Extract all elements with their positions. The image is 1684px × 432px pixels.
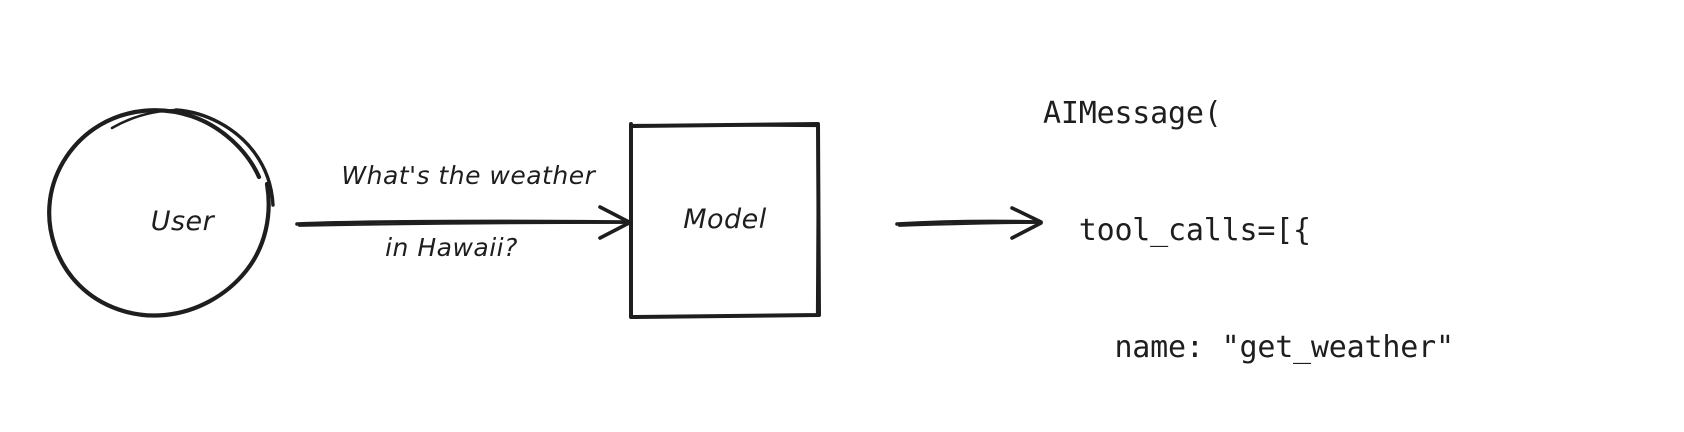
arrow-user-to-model	[295, 205, 631, 240]
code-line-1: AIMessage(	[1043, 96, 1222, 131]
user-node-circle[interactable]	[47, 108, 275, 318]
code-line-2: tool_calls=[{	[1043, 213, 1311, 248]
model-node-label: Model	[683, 204, 767, 235]
model-node-box[interactable]	[629, 122, 821, 319]
edge-label-line-1: What's the weather	[341, 161, 596, 190]
code-line-3: name: "get_weather"	[1043, 330, 1454, 365]
edge-label-user-to-model: What's the weather in Hawaii?	[274, 122, 629, 338]
user-node-label: User	[150, 206, 215, 237]
edge-label-line-2: in Hawaii?	[385, 233, 518, 262]
ai-message-code-block: AIMessage( tool_calls=[{ name: "get_weat…	[1043, 16, 1490, 432]
arrow-model-to-output	[895, 206, 1043, 240]
